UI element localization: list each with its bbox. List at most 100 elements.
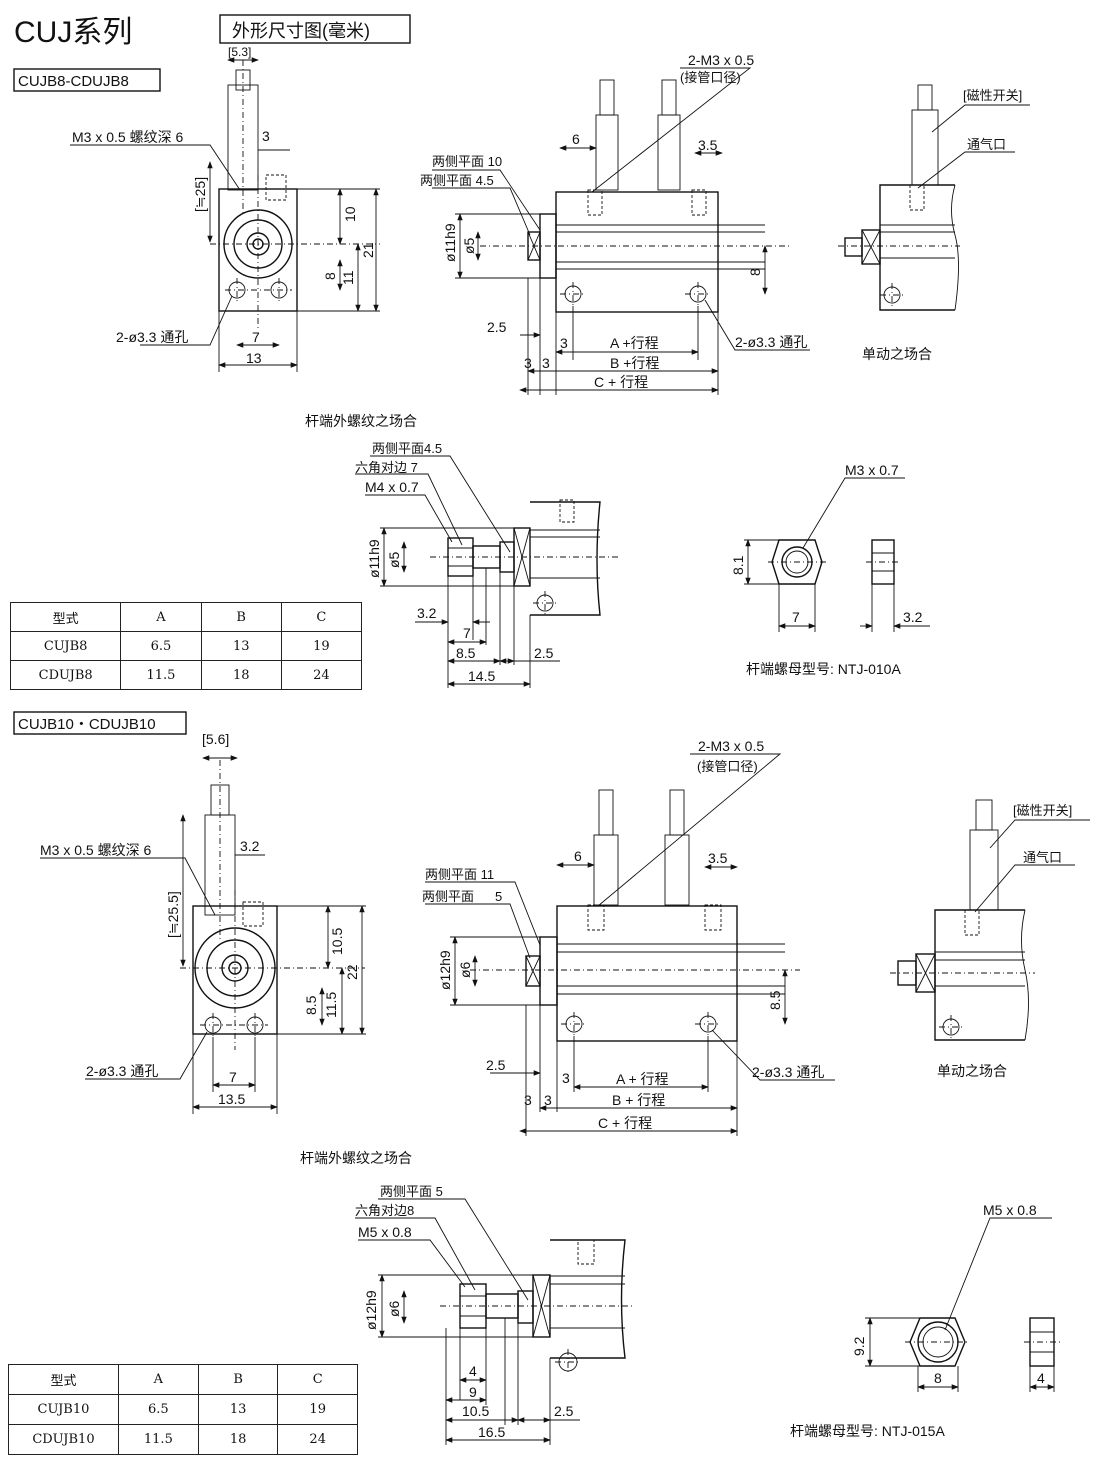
table-cell: 19	[277, 1394, 358, 1425]
side1-B: B +行程	[610, 355, 659, 371]
spec-table-1: 型式 A B C CUJB8 6.5 13 19 CDUJB8 11.5 18 …	[9, 602, 363, 690]
side1-port: 2-M3 x 0.5	[688, 52, 754, 68]
rod2-dia2: ø6	[386, 1300, 402, 1317]
table-header-cell: C	[280, 602, 363, 632]
page-title: CUJ系列	[14, 16, 132, 49]
table-row: CUJB10 6.5 13 19	[8, 1394, 358, 1425]
side1-dia2: ø5	[461, 237, 477, 254]
side1-d3c: 3	[542, 355, 550, 371]
side2-d3c: 3	[544, 1092, 552, 1108]
rod1-d25: 2.5	[534, 645, 554, 661]
side2-port-note: (接管口径)	[697, 759, 758, 774]
rod2-thread: M5 x 0.8	[358, 1224, 412, 1240]
table-cell: 6.5	[117, 1394, 199, 1425]
table-header-cell: A	[117, 1364, 199, 1395]
nut2-thread: M5 x 0.8	[983, 1202, 1037, 1218]
front1-hole: 2-ø3.3 通孔	[116, 329, 188, 345]
table-cell: CDUJB8	[9, 660, 122, 690]
nut1-thread: M3 x 0.7	[845, 462, 899, 478]
table-cell: 6.5	[120, 631, 202, 661]
table-header-cell: 型式	[8, 1364, 119, 1395]
rod-end-view-1	[355, 455, 620, 688]
rod1-dia2: ø5	[386, 551, 402, 568]
front1-approx: [≒25]	[192, 177, 208, 212]
side1-d35: 3.5	[698, 137, 718, 153]
table-cell: 19	[280, 631, 363, 661]
front1-d21: 21	[360, 242, 376, 258]
nut2-d92: 9.2	[851, 1336, 867, 1356]
front2-hole: 2-ø3.3 通孔	[86, 1063, 158, 1079]
nut2-d4: 4	[1037, 1370, 1045, 1386]
single1-vent: 通气口	[967, 137, 1006, 152]
side1-d25: 2.5	[487, 319, 507, 335]
rod2-d25: 2.5	[554, 1403, 574, 1419]
table-cell: 11.5	[117, 1424, 199, 1455]
rod1-d32: 3.2	[417, 605, 437, 621]
table-header-cell: A	[120, 602, 202, 632]
side1-dia1: ø11h9	[442, 223, 458, 262]
front2-d22: 22	[344, 964, 360, 980]
side1-port-note: (接管口径)	[680, 70, 741, 85]
nut1-caption: 杆端螺母型号: NTJ-010A	[746, 661, 901, 677]
nut-view-1	[744, 477, 930, 632]
table-header-cell: 型式	[9, 602, 122, 632]
nut2-d8: 8	[934, 1370, 942, 1386]
side2-d6: 6	[574, 848, 582, 864]
table-cell: 13	[197, 1394, 279, 1425]
side1-flat45: 两侧平面 4.5	[420, 173, 494, 188]
table-cell: 24	[277, 1424, 358, 1455]
front1-d8: 8	[322, 272, 338, 280]
front2-bracket: [5.6]	[202, 731, 229, 747]
side-view-2	[425, 753, 835, 1136]
nut-view-2	[865, 1217, 1060, 1392]
table-cell: 24	[280, 660, 363, 690]
ext-caption-2: 杆端外螺纹之场合	[300, 1150, 412, 1166]
front1-d7: 7	[252, 329, 260, 345]
spec-table-2: 型式 A B C CUJB10 6.5 13 19 CDUJB10 11.5 1…	[8, 1364, 358, 1455]
side2-d3b: 3	[524, 1092, 532, 1108]
table-row: CUJB8 6.5 13 19	[9, 631, 363, 661]
front2-thread: M3 x 0.5 螺纹深 6	[40, 842, 151, 858]
front-view-2	[40, 755, 366, 1114]
side1-d3b: 3	[524, 355, 532, 371]
single-acting-view-1	[838, 84, 1030, 311]
front1-d11: 11	[340, 270, 356, 285]
ext-caption-1: 杆端外螺纹之场合	[305, 413, 417, 429]
table-cell: CDUJB10	[8, 1424, 119, 1455]
front1-bracket: [5.3]	[228, 45, 251, 59]
nut2-caption: 杆端螺母型号: NTJ-015A	[790, 1423, 945, 1439]
rod1-thread: M4 x 0.7	[365, 479, 419, 495]
front2-d7: 7	[229, 1069, 237, 1085]
table-cell: 18	[197, 1424, 279, 1455]
front2-d115: 11.5	[323, 992, 339, 1018]
side1-A: A +行程	[610, 335, 659, 351]
front2-approx: [≒25.5]	[165, 891, 181, 938]
side2-dia2: ø6	[457, 961, 473, 978]
single1-switch: [磁性开关]	[963, 88, 1022, 103]
side1-hole: 2-ø3.3 通孔	[735, 334, 807, 350]
table-header-cell: B	[200, 602, 282, 632]
front1-d13: 13	[246, 350, 262, 366]
side2-d25: 2.5	[486, 1057, 506, 1073]
side2-d85: 8.5	[767, 990, 783, 1010]
rod-end-view-2	[355, 1198, 635, 1445]
rod1-flat: 两侧平面4.5	[372, 441, 442, 456]
table-header-cell: C	[277, 1364, 358, 1395]
side1-d6: 6	[572, 131, 580, 147]
single-acting-view-2	[890, 799, 1090, 1041]
front1-d3: 3	[262, 128, 270, 144]
single1-caption: 单动之场合	[862, 346, 932, 362]
rod2-d9: 9	[469, 1384, 477, 1400]
side2-d3a: 3	[562, 1070, 570, 1086]
rod1-hex: 六角对边 7	[355, 460, 418, 475]
rod2-d105: 10.5	[462, 1403, 489, 1419]
side2-B: B + 行程	[612, 1092, 665, 1108]
front2-d135: 13.5	[218, 1091, 245, 1107]
side1-d8: 8	[747, 268, 763, 276]
page-subtitle: 外形尺寸图(毫米)	[232, 21, 370, 41]
table-header-cell: B	[197, 1364, 279, 1395]
rod2-dia1: ø12h9	[363, 1290, 379, 1330]
front-view-1	[70, 57, 380, 372]
nut1-d7: 7	[792, 609, 800, 625]
front2-d32: 3.2	[240, 838, 260, 854]
